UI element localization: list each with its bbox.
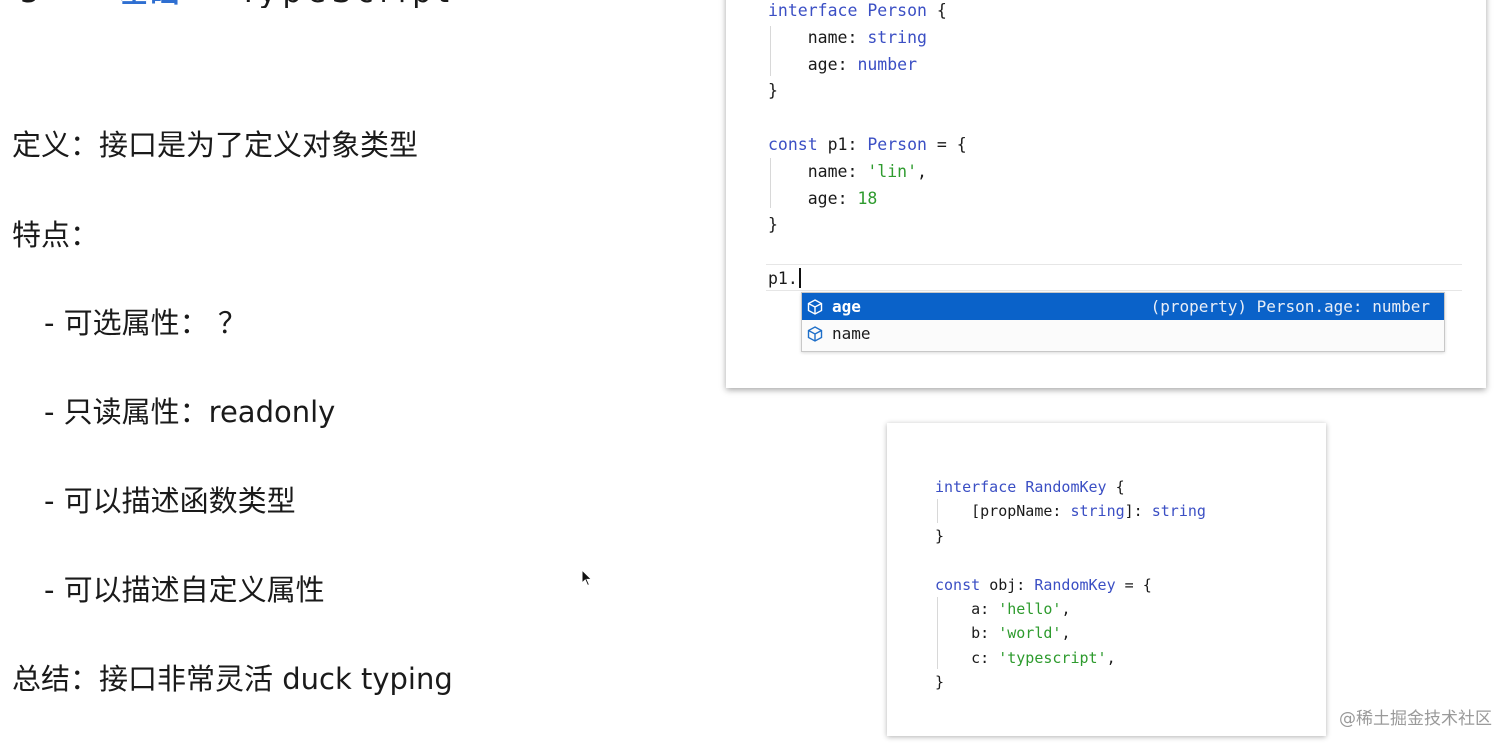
feature-custom-property: - 可以描述自定义属性	[44, 573, 325, 607]
mouse-pointer-icon	[581, 569, 593, 587]
prop-name: age	[807, 188, 838, 208]
code-line: age: 18	[807, 188, 878, 208]
code-line: name: 'lin',	[807, 161, 927, 181]
punct: ]:	[1124, 502, 1152, 521]
type-name: RandomKey	[1025, 478, 1107, 496]
definition-text: 定义：接口是为了定义对象类型	[12, 128, 419, 162]
code-editor-panel-person: interface Person { name: string age: num…	[726, 0, 1486, 388]
punct: {	[1106, 478, 1125, 496]
code-editor-panel-randomkey: interface RandomKey { [propName: string]…	[887, 423, 1326, 736]
keyword: const	[768, 134, 818, 154]
code-line: b: 'world',	[971, 624, 1071, 643]
indent-guide	[937, 597, 938, 669]
code-line: [propName: string]: string	[935, 499, 1206, 523]
keyword: const	[935, 575, 981, 594]
code-line: }	[768, 81, 778, 101]
slide-title-chinese: 基础	[119, 0, 179, 8]
slide-title-number: 3	[20, 0, 39, 8]
punct: = {	[926, 134, 967, 154]
prop-name: name	[807, 27, 848, 47]
property-cube-icon	[807, 325, 823, 342]
code-line: age: number	[807, 54, 918, 74]
variable-name: p1	[827, 134, 848, 154]
number-literal: 18	[857, 188, 878, 208]
keyword: interface	[768, 1, 858, 20]
code-line: }	[935, 526, 945, 545]
autocomplete-dropdown[interactable]: age (property) Person.age: number name	[801, 292, 1445, 352]
index-signature: [propName:	[971, 502, 1071, 521]
type-name: string	[867, 27, 927, 47]
code-line: }	[935, 673, 945, 692]
string-literal: 'hello'	[998, 599, 1062, 618]
prop-name: b	[971, 624, 981, 643]
autocomplete-item-detail: (property) Person.age: number	[1150, 297, 1430, 316]
code-line: interface Person {	[768, 0, 967, 25]
code-line: }	[768, 215, 778, 235]
prop-name: name	[807, 161, 848, 181]
type-name: number	[857, 54, 918, 74]
type-name: RandomKey	[1034, 575, 1116, 594]
type-name: Person	[867, 1, 927, 20]
code-line: const obj: RandomKey = {	[935, 575, 1152, 594]
keyword: interface	[935, 478, 1017, 496]
autocomplete-item-label: age	[832, 297, 861, 316]
code-line: c: 'typescript',	[971, 648, 1116, 667]
slide-title: 3 基础 TypeScript	[20, 0, 455, 8]
prop-name: c	[971, 648, 981, 667]
indent-guide	[770, 26, 771, 76]
type-name: string	[1070, 502, 1125, 521]
current-line-highlight	[766, 264, 1462, 265]
punct: {	[926, 1, 947, 20]
type-name: string	[1151, 502, 1206, 521]
prop-name: a	[971, 599, 981, 618]
feature-optional: - 可选属性： ？	[44, 306, 247, 340]
summary-text: 总结：接口非常灵活 duck typing	[12, 662, 453, 696]
code-line-empty	[768, 105, 967, 132]
punct: = {	[1115, 575, 1152, 594]
feature-readonly: - 只读属性：readonly	[44, 395, 336, 429]
features-heading: 特点：	[12, 218, 100, 252]
code-block-randomkey: interface RandomKey { [propName: string]…	[935, 475, 1206, 695]
variable-name: obj	[989, 575, 1017, 594]
string-literal: 'lin'	[867, 161, 918, 181]
feature-function-type: - 可以描述函数类型	[44, 484, 296, 518]
code-line-cursor[interactable]: p1.	[768, 266, 967, 293]
autocomplete-item-name[interactable]: name	[802, 320, 1444, 347]
string-literal: 'world'	[998, 624, 1062, 643]
slide-title-english: TypeScript	[239, 0, 455, 8]
code-line: name: string	[807, 27, 927, 47]
code-line-empty	[768, 239, 967, 266]
code-line: a: 'hello',	[971, 599, 1071, 618]
current-line-highlight	[766, 290, 1462, 291]
code-line: const p1: Person = {	[768, 134, 967, 154]
string-literal: 'typescript'	[998, 648, 1107, 667]
prop-name: age	[807, 54, 838, 74]
autocomplete-item-label: name	[832, 324, 871, 343]
typed-text: p1.	[768, 268, 798, 288]
text-caret	[798, 267, 801, 288]
property-cube-icon	[807, 298, 823, 315]
code-block-person: interface Person { name: string age: num…	[768, 0, 967, 293]
code-line-empty	[935, 548, 1206, 572]
watermark: @稀土掘金技术社区	[1339, 709, 1492, 729]
indent-guide	[937, 499, 938, 523]
type-name: Person	[867, 134, 927, 154]
code-line: interface RandomKey {	[935, 475, 1206, 499]
autocomplete-item-age[interactable]: age (property) Person.age: number	[802, 293, 1444, 320]
indent-guide	[770, 158, 771, 208]
